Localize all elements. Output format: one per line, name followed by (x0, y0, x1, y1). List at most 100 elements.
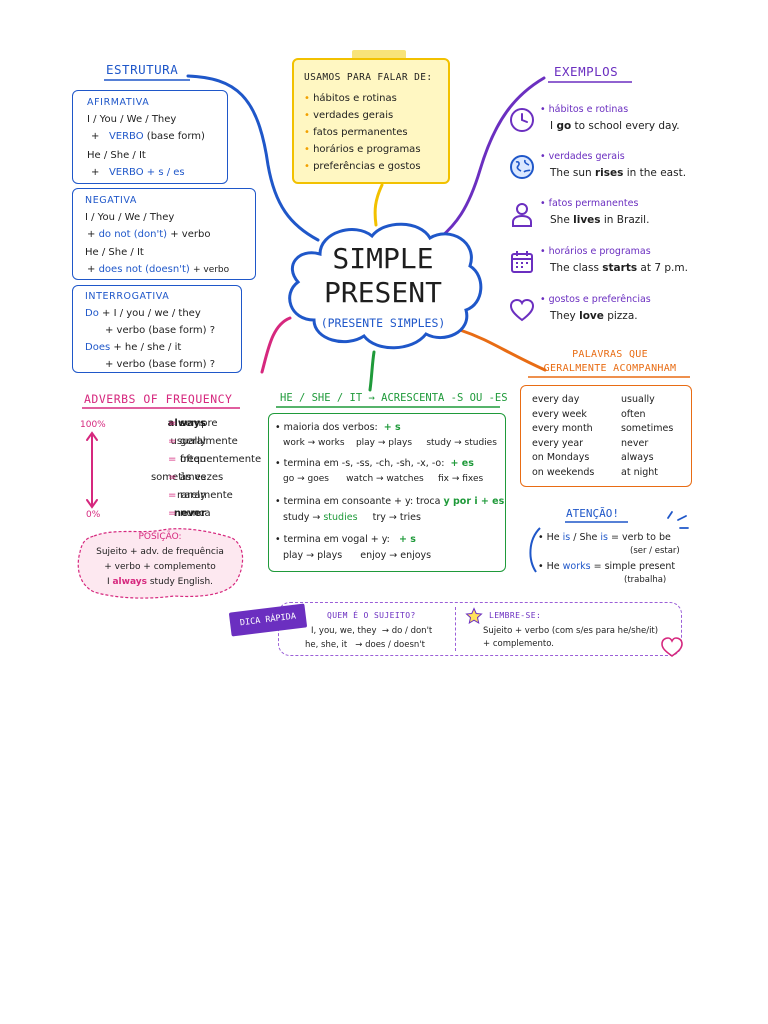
atencao-note-2: (trabalha) (624, 575, 667, 585)
equals-sign: = (168, 418, 177, 429)
estrutura-title: ESTRUTURA (106, 62, 179, 77)
lembre-title: LEMBRE-SE: (489, 611, 542, 620)
rule-ending: + s (398, 534, 416, 545)
rule-label: • termina em -s, -ss, -ch, -sh, -x, -o: (275, 458, 445, 469)
adverb-pt: raramente (180, 490, 233, 501)
equals-sign: = (168, 490, 177, 501)
example-category: • gostos e preferências (540, 294, 651, 305)
verb-label: VERBO (108, 131, 144, 142)
example-sentence: She lives in Brazil. (550, 214, 649, 226)
afirmativa-subjects-1: I / You / We / They (87, 114, 177, 125)
center-title-line1: SIMPLE (332, 242, 434, 275)
sentence-verb: love (579, 310, 604, 322)
center-title: SIMPLE PRESENT (280, 242, 486, 310)
exemplos-title: EXEMPLOS (554, 64, 619, 79)
hesheit-rule-4: • termina em vogal + y: + s (275, 534, 416, 545)
position-note: POSIÇÃO: Sujeito + adv. de frequência + … (74, 530, 246, 590)
rule-ending: + s (383, 422, 401, 433)
sentence-part: pizza. (603, 310, 638, 322)
usage-item: • verdades gerais (304, 110, 394, 121)
clock-icon (510, 108, 534, 132)
example-verb: studies (323, 512, 358, 523)
afirmativa-rule-2: + VERBO + s / es (91, 164, 185, 181)
example-sentence: The class starts at 7 p.m. (550, 262, 688, 274)
example-item: • verdades gerais The sun rises in the e… (508, 151, 718, 191)
frequency-arrow-icon (86, 431, 98, 509)
frequency-word: sometimes (621, 423, 674, 434)
person-icon (512, 203, 532, 227)
hesheit-box: • maioria dos verbos: + s work → works p… (268, 413, 506, 572)
plus-sign: + (87, 229, 96, 240)
sentence-verb: lives (573, 214, 601, 226)
afirmativa-title: AFIRMATIVA (87, 97, 150, 108)
equals-sign: = (168, 454, 177, 465)
usage-note: USAMOS PARA FALAR DE: • hábitos e rotina… (292, 58, 450, 184)
dica-divider (455, 607, 456, 651)
position-line-1: Sujeito + adv. de frequência (96, 547, 224, 557)
usage-item-text: preferências e gostos (313, 161, 421, 172)
rule-part: = simple present (590, 561, 676, 572)
plus-sign: + (87, 264, 96, 275)
rule-part: = verb to be (607, 532, 671, 543)
sentence-part: in Brazil. (600, 214, 650, 226)
usage-item-text: fatos permanentes (313, 127, 408, 138)
example-item: • gostos e preferências They love pizza. (508, 294, 718, 334)
auxiliary: does not (doesn't) (98, 264, 190, 275)
interrogativa-verb-1: + verbo (base form) ? (105, 325, 216, 336)
rule-verb: is (562, 532, 571, 543)
example-sentence: The sun rises in the east. (550, 167, 686, 179)
hesheit-rule-1: • maioria dos verbos: + s (275, 422, 401, 433)
sentence-part: at 7 p.m. (637, 262, 688, 274)
verb-label: + verbo (192, 265, 230, 275)
center-title-line2: PRESENT (323, 276, 442, 309)
example-sentence: I go to school every day. (550, 120, 680, 132)
adverb-row: always=sempre (104, 418, 264, 434)
globe-icon (510, 155, 534, 179)
hesheit-rule-2: • termina em -s, -ss, -ch, -sh, -x, -o: … (275, 458, 474, 469)
heart-icon (509, 298, 535, 322)
usage-item: • fatos permanentes (304, 127, 408, 138)
heart-icon (661, 637, 683, 657)
hesheit-example-1: work → works play → plays study → studie… (283, 438, 497, 448)
adverb-en: never (173, 508, 206, 519)
afirmativa-subjects-2: He / She / It (87, 150, 146, 161)
star-icon (465, 607, 483, 625)
scale-top-label: 100% (80, 420, 106, 430)
position-title: POSIÇÃO: (138, 532, 182, 542)
interrogativa-title: INTERROGATIVA (85, 291, 170, 302)
hesheit-example-2: go → goes watch → watches fix → fixes (283, 474, 484, 484)
adverb-row: rarely=raramente (104, 490, 264, 506)
adverb-row: often=frequentemente (104, 454, 264, 470)
example-item: • fatos permanentes She lives in Brazil. (508, 198, 718, 238)
example-category: • horários e programas (540, 246, 651, 257)
adverb-row: never=nunca (104, 508, 264, 524)
example-item: • horários e programas The class starts … (508, 246, 718, 286)
hesheit-title: HE / SHE / IT → ACRESCENTA -S OU -ES (280, 392, 508, 404)
frequency-word: usually (621, 394, 655, 405)
time-expression: every week (532, 408, 587, 420)
adverb-pt: frequentemente (180, 454, 262, 465)
plus-sign: + (91, 167, 100, 178)
atencao-note-1: (ser / estar) (630, 546, 680, 556)
rule-label: • termina em vogal + y: (275, 534, 390, 545)
dica-box: QUEM É O SUJEITO? I, you, we, they → do … (278, 602, 682, 656)
rule-part: / She (570, 532, 601, 543)
time-expression: every month (532, 423, 593, 434)
example-sentence: They love pizza. (550, 310, 638, 322)
sentence-part: They (550, 310, 580, 322)
atencao-rule-1: • He is / She is = verb to be (538, 532, 671, 543)
auxiliary: Does (85, 342, 111, 353)
usage-item: • preferências e gostos (304, 161, 421, 172)
example-part: study → (283, 512, 321, 523)
usage-item: • horários e programas (304, 144, 421, 155)
sentence-part: I (550, 120, 557, 132)
hesheit-example-3: study → studies try → tries (283, 512, 421, 523)
palavras-title: PALAVRAS QUE GERALMENTE ACOMPANHAM (520, 348, 700, 376)
sentence-part: to school every day. (571, 120, 680, 132)
sentence-verb: starts (602, 262, 638, 274)
usage-title: USAMOS PARA FALAR DE: (304, 72, 433, 83)
example-part: study English. (146, 577, 214, 587)
negativa-box: NEGATIVA I / You / We / They + do not (d… (72, 188, 256, 280)
sentence-part: The class (550, 262, 603, 274)
sentence-verb: go (556, 120, 572, 132)
